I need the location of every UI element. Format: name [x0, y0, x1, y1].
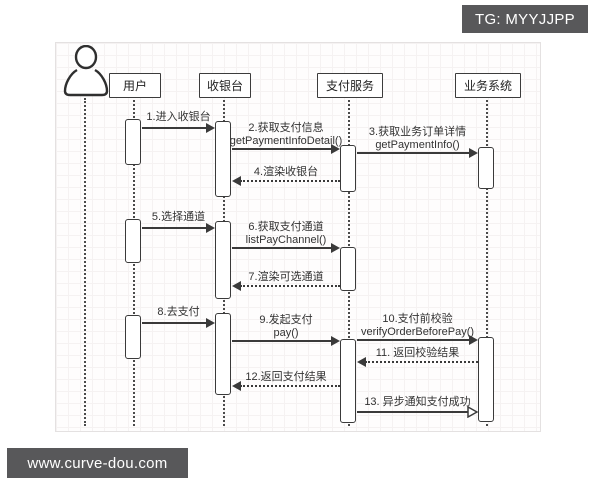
message-label-8: 8.去支付	[157, 306, 200, 318]
activation-payment-3	[340, 339, 356, 423]
participant-box-business-system: 业务系统	[455, 73, 521, 98]
activation-payment-2	[340, 247, 356, 291]
participant-box-payment-service: 支付服务	[317, 73, 383, 98]
lifeline-actor	[84, 98, 86, 426]
activation-cashier-2	[215, 221, 231, 299]
activation-business-3	[478, 337, 494, 422]
actor-person-icon	[62, 44, 110, 104]
activation-user-1	[125, 119, 141, 165]
message-label-7: 7.渲染可选通道	[248, 271, 324, 283]
activation-user-3	[125, 315, 141, 359]
message-label-13: 13. 异步通知支付成功	[364, 396, 471, 408]
message-label-11: 11. 返回校验结果	[375, 347, 460, 359]
message-label-5: 5.选择通道	[151, 211, 206, 223]
activation-user-2	[125, 219, 141, 263]
activation-cashier-1	[215, 121, 231, 197]
telegram-badge: TG: MYYJJPP	[462, 5, 588, 33]
message-label-4: 4.渲染收银台	[253, 166, 319, 178]
website-watermark: www.curve-dou.com	[7, 448, 188, 478]
activation-cashier-3	[215, 313, 231, 395]
message-label-12: 12.返回支付结果	[245, 371, 327, 383]
participant-box-user: 用户	[109, 73, 161, 98]
open-arrowhead-icon	[467, 406, 478, 418]
message-label-1: 1.进入收银台	[146, 111, 211, 123]
lifeline-business-system	[486, 95, 488, 426]
activation-payment-1	[340, 145, 356, 192]
participant-box-cashier: 收银台	[199, 73, 251, 98]
activation-business-1	[478, 147, 494, 189]
